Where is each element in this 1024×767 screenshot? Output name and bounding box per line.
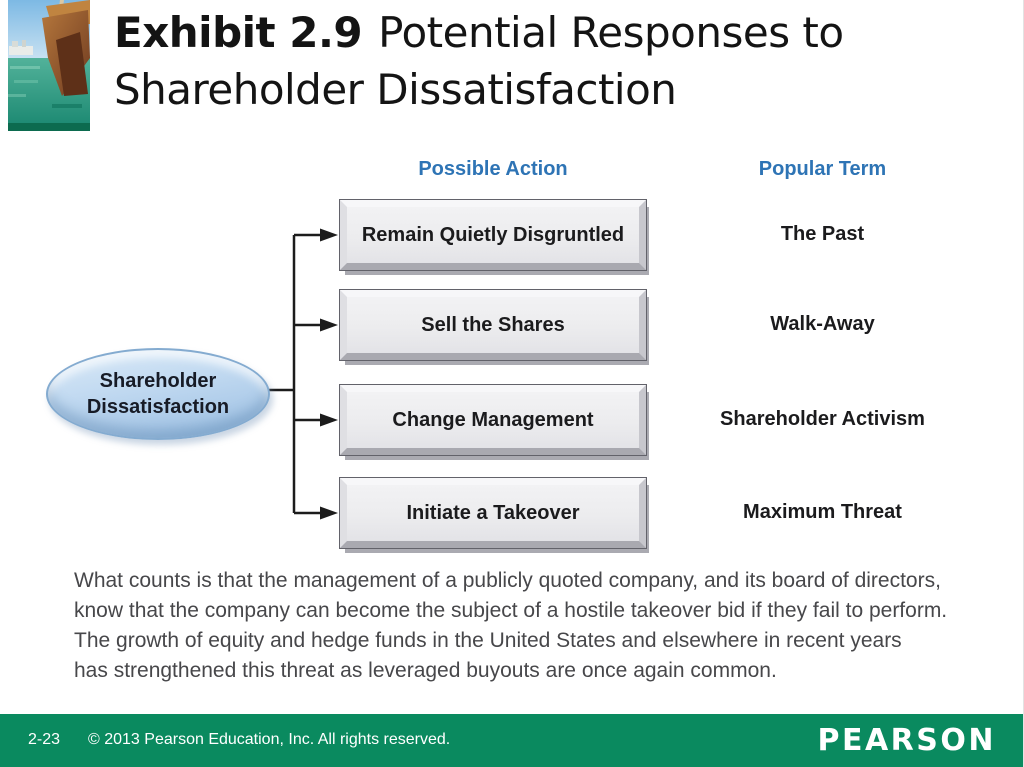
title-line-1: Exhibit 2.9 Potential Responses to bbox=[114, 4, 1004, 61]
term-shareholder-activism: Shareholder Activism bbox=[720, 408, 925, 430]
action-box-initiate-a-takeover: Initiate a Takeover bbox=[339, 477, 647, 549]
ellipse-label-line-2: Dissatisfaction bbox=[86, 396, 230, 418]
dhow-boat-photo bbox=[8, 0, 90, 131]
pearson-logo: PEARSON bbox=[817, 723, 996, 758]
action-box-remain-quietly-disgruntled: Remain Quietly Disgruntled bbox=[339, 199, 647, 271]
term-walk-away: Walk-Away bbox=[770, 313, 875, 335]
title-line-2: Shareholder Dissatisfaction bbox=[114, 65, 677, 114]
caption-paragraph: What counts is that the management of a … bbox=[74, 566, 986, 686]
caption-line-4: has strengthened this threat as leverage… bbox=[74, 659, 777, 682]
dhow-boat-illustration bbox=[8, 0, 90, 131]
slide-title: Exhibit 2.9 Potential Responses to Shareh… bbox=[114, 4, 1004, 118]
shareholder-dissatisfaction-ellipse: Shareholder Dissatisfaction bbox=[46, 348, 270, 440]
caption-line-2: know that the company can become the sub… bbox=[74, 599, 948, 622]
footer-bar: 2-23 © 2013 Pearson Education, Inc. All … bbox=[0, 714, 1023, 767]
copyright-text: © 2013 Pearson Education, Inc. All right… bbox=[88, 731, 451, 748]
exhibit-number: Exhibit 2.9 bbox=[114, 8, 363, 57]
action-box-change-management: Change Management bbox=[339, 384, 647, 456]
caption-line-1: What counts is that the management of a … bbox=[74, 569, 941, 592]
title-text: Potential Responses to bbox=[378, 8, 844, 57]
ellipse-label-line-1: Shareholder bbox=[99, 370, 217, 392]
term-maximum-threat: Maximum Threat bbox=[743, 501, 902, 523]
page-number: 2-23 bbox=[28, 731, 61, 748]
term-the-past: The Past bbox=[780, 223, 865, 245]
column-header-popular-term: Popular Term bbox=[758, 158, 887, 180]
action-box-sell-the-shares: Sell the Shares bbox=[339, 289, 647, 361]
caption-line-3: The growth of equity and hedge funds in … bbox=[74, 629, 902, 652]
column-header-possible-action: Possible Action bbox=[418, 158, 568, 180]
